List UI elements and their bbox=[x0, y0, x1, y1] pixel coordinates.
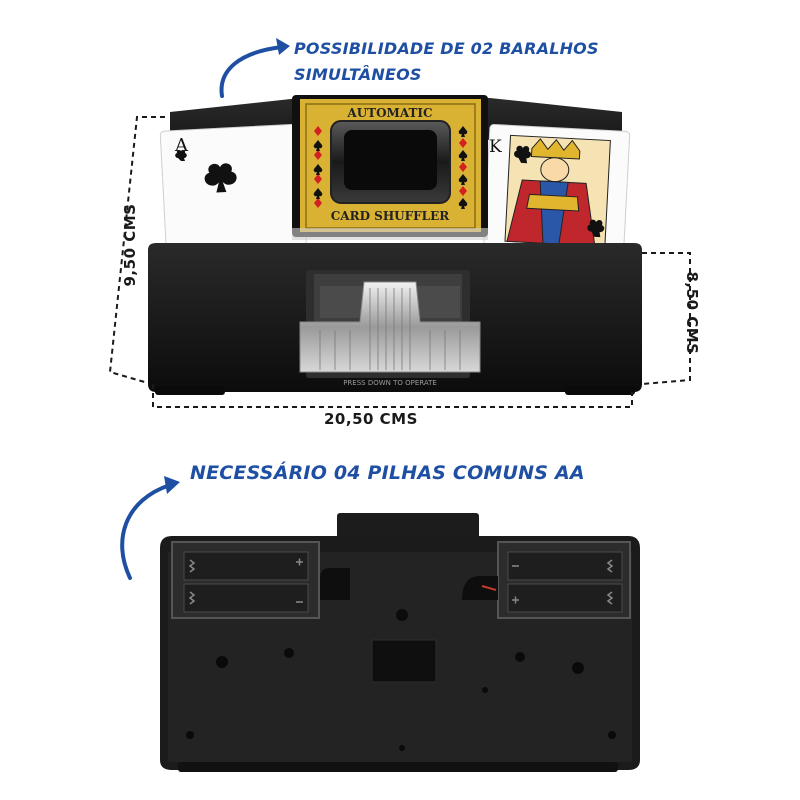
arrow-head-icon bbox=[164, 476, 180, 494]
width-label: 20,50 CMS bbox=[324, 410, 418, 428]
arrow-head-icon bbox=[276, 38, 290, 55]
shuffler-bottom-label: CARD SHUFFLER bbox=[331, 209, 451, 223]
shuffler-foot bbox=[155, 386, 225, 395]
club-suit-icon bbox=[514, 145, 532, 164]
battery-compartment-left bbox=[171, 541, 320, 619]
top-caption-line2: SIMULTÂNEOS bbox=[294, 65, 422, 84]
king-card bbox=[483, 123, 631, 257]
arrow-curved-icon bbox=[219, 45, 284, 98]
height-left-label: 9,50 CMS bbox=[121, 203, 139, 287]
club-suit-small-icon bbox=[175, 149, 187, 161]
diamond-suit-icon bbox=[314, 126, 467, 208]
battery-compartment-right bbox=[497, 541, 631, 619]
shuffler-underside bbox=[160, 513, 640, 772]
screw-icon bbox=[396, 609, 408, 621]
club-suit-icon bbox=[587, 219, 605, 238]
arrow-curved-icon bbox=[120, 483, 172, 580]
height-right-label: 8,50 CMS bbox=[683, 271, 701, 355]
dimension-lines bbox=[108, 116, 691, 408]
card-tray bbox=[299, 281, 481, 373]
shuffler-top-label: AUTOMATIC bbox=[346, 106, 432, 120]
top-caption-line1: POSSIBILIDADE DE 02 BARALHOS bbox=[294, 39, 599, 58]
king-rank-label: K bbox=[489, 137, 502, 157]
operate-hint-text: PRESS DOWN TO OPERATE bbox=[343, 379, 437, 387]
shuffler-lid: AUTOMATIC CARD SHUFFLER bbox=[292, 95, 488, 240]
bottom-caption: NECESSÁRIO 04 PILHAS COMUNS AA bbox=[190, 462, 585, 484]
spade-suit-icon bbox=[313, 126, 468, 209]
club-suit-icon bbox=[204, 163, 237, 193]
shuffler-foot bbox=[565, 386, 635, 395]
top-caption: POSSIBILIDADE DE 02 BARALHOS SIMULTÂNEOS bbox=[294, 36, 599, 88]
